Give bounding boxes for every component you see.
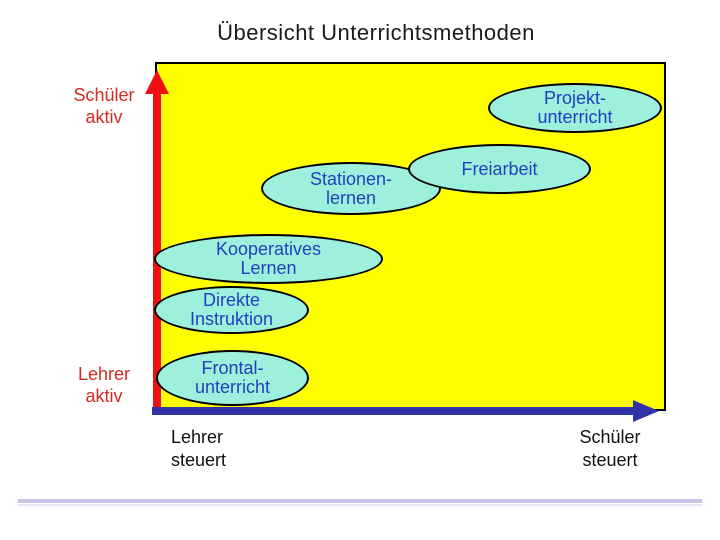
axis-label-line: Schüler [579, 427, 641, 447]
method-ellipse-direkte-instruktion: Direkte Instruktion [154, 286, 309, 334]
method-label-line: Instruktion [189, 309, 274, 329]
method-label-line: Kooperatives [215, 239, 322, 259]
method-label-line: Projekt- [543, 88, 606, 108]
method-label-line: Freiarbeit [461, 158, 538, 179]
y-axis-top-label: Schüler aktiv [52, 84, 156, 128]
axis-label-line: Lehrer [77, 364, 131, 384]
y-axis-arrowhead-icon [145, 70, 169, 94]
slide-footer-divider [18, 499, 702, 503]
slide-footer-divider-faint [18, 504, 702, 506]
axis-label-line: steuert [582, 450, 638, 470]
x-axis-right-label: Schüler steuert [558, 426, 662, 472]
method-label-line: lernen [325, 187, 377, 208]
y-axis-bottom-label: Lehrer aktiv [52, 363, 156, 407]
axis-label-line: Lehrer [171, 427, 224, 447]
axis-label-line: aktiv [85, 107, 123, 127]
method-ellipse-frontalunterricht: Frontal- unterricht [156, 350, 309, 406]
method-label-line: Frontal- [201, 358, 264, 378]
method-ellipse-freiarbeit: Freiarbeit [408, 144, 591, 194]
method-label-line: Direkte [202, 290, 260, 310]
axis-label-line: steuert [171, 450, 227, 470]
x-axis-arrowhead-icon [633, 400, 659, 422]
method-ellipse-kooperatives-lernen: Kooperatives Lernen [154, 234, 383, 284]
x-axis-line [152, 407, 638, 415]
method-ellipse-projektunterricht: Projekt- unterricht [488, 83, 662, 133]
method-label-line: unterricht [537, 107, 613, 127]
method-label-line: unterricht [194, 377, 271, 397]
x-axis-left-label: Lehrer steuert [171, 426, 281, 472]
axis-label-line: Schüler [73, 85, 135, 105]
axis-label-line: aktiv [85, 386, 123, 406]
method-label-line: Lernen [240, 258, 297, 278]
method-label-line: Stationen- [309, 168, 393, 189]
slide-title: Übersicht Unterrichtsmethoden [217, 20, 535, 45]
